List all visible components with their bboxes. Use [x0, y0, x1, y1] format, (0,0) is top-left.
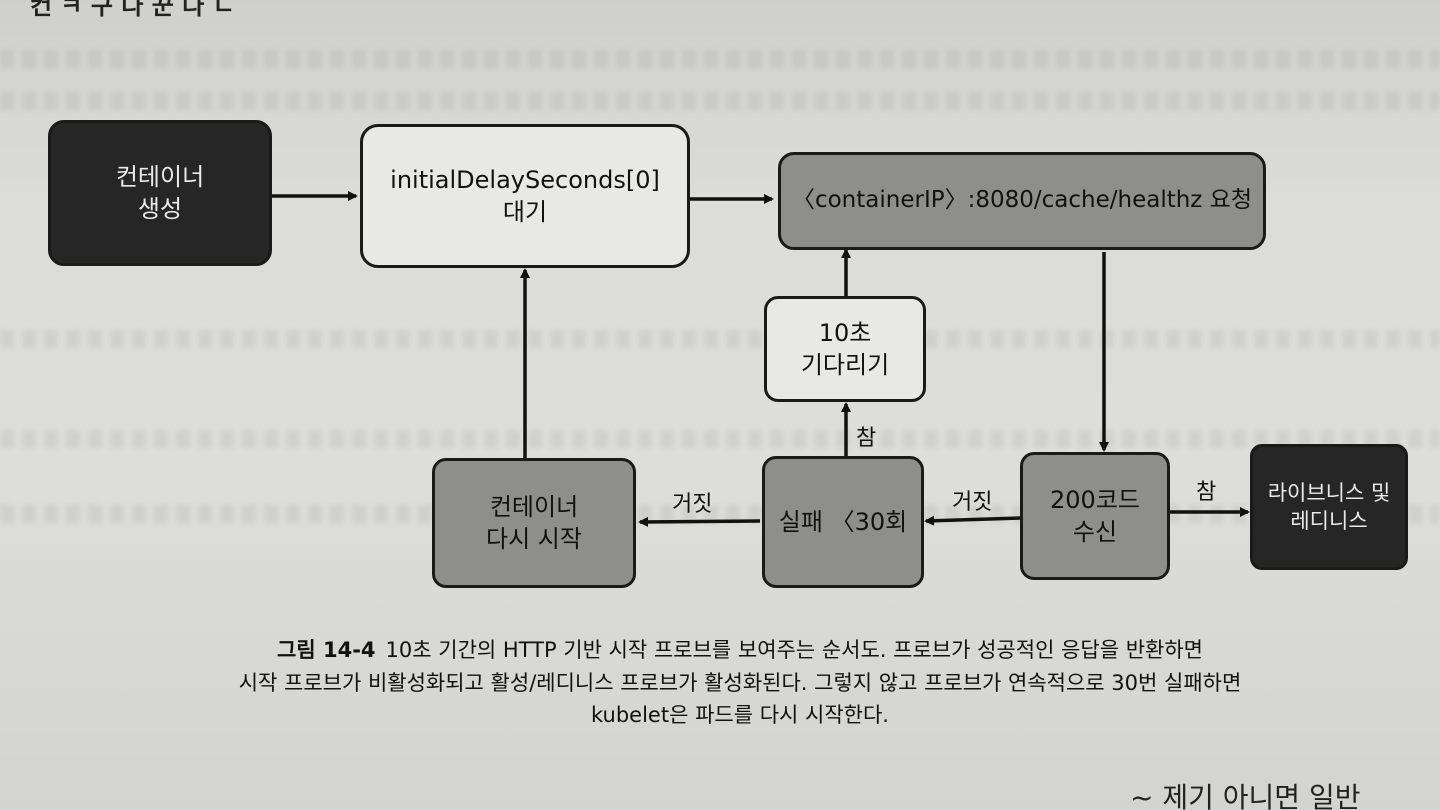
node-wait-10s-line1: 10초 [818, 318, 872, 347]
node-wait-10s-line2: 기다리기 [800, 351, 890, 379]
figure-caption: 그림 14-4 10초 기간의 HTTP 기반 시작 프로브를 보여주는 순서도.… [110, 634, 1370, 732]
node-restart-container: 컨테이너 다시 시작 [432, 458, 636, 588]
bleed-through-line [0, 330, 1440, 348]
node-restart-container-line2: 다시 시작 [486, 525, 582, 553]
node-create-container-line2: 생성 [137, 195, 183, 223]
node-fail-check-line1: 실패 〈30회 [778, 507, 908, 536]
caption-line-1: 그림 14-4 10초 기간의 HTTP 기반 시작 프로브를 보여주는 순서도.… [110, 634, 1370, 667]
node-liveness-readiness-line1: 라이브니스 및 [1267, 480, 1391, 505]
top-text-fragment: 컨 ㅋ 구 다 꾼 다 ㄴ [30, 0, 235, 20]
node-create-container-line1: 컨테이너 [115, 162, 205, 191]
caption-line-3: kubelet은 파드를 다시 시작한다. [591, 703, 889, 728]
edge-label-fail-to-wait: 참 [856, 426, 877, 451]
edge-label-fail-to-restart: 거짓 [672, 492, 713, 517]
node-liveness-readiness-line2: 레디니스 [1290, 509, 1368, 533]
arrow-code200-to-fail [924, 515, 1021, 526]
node-fail-check: 실패 〈30회 [762, 456, 924, 588]
node-code-200-line1: 200코드 [1050, 485, 1140, 514]
bottom-text-fragment: ~ 제기 아니면 일반 [1130, 781, 1361, 810]
bleed-through-line [0, 92, 1440, 110]
caption-text-1: 10초 기간의 HTTP 기반 시작 프로브를 보여주는 순서도. 프로브가 성… [385, 638, 1203, 662]
node-wait-10s: 10초 기다리기 [764, 296, 926, 402]
bleed-through-line [0, 50, 1440, 68]
figure-label: 그림 14-4 [277, 638, 376, 662]
node-liveness-readiness: 라이브니스 및 레디니스 [1250, 444, 1408, 570]
node-code-200-line2: 수신 [1072, 518, 1118, 546]
node-initial-delay-line1: initialDelaySeconds[0] [390, 165, 660, 194]
edge-label-code200-to-fail: 거짓 [952, 490, 993, 515]
arrow-fail-to-restart [638, 516, 761, 527]
node-restart-container-line1: 컨테이너 [489, 492, 579, 521]
node-create-container: 컨테이너 생성 [48, 120, 272, 266]
node-healthz-request-line1: 〈containerIP〉:8080/cache/healthz 요청 [791, 187, 1253, 214]
node-initial-delay-line2: 대기 [502, 198, 548, 226]
edge-label-code200-to-liveness: 참 [1196, 480, 1217, 505]
node-healthz-request: 〈containerIP〉:8080/cache/healthz 요청 [778, 152, 1266, 250]
caption-line-2: 시작 프로브가 비활성화되고 활성/레디니스 프로브가 활성화된다. 그렇지 않… [238, 670, 1242, 695]
node-code-200: 200코드 수신 [1020, 452, 1170, 580]
node-initial-delay: initialDelaySeconds[0] 대기 [360, 124, 690, 268]
bleed-through-line [0, 430, 1440, 448]
